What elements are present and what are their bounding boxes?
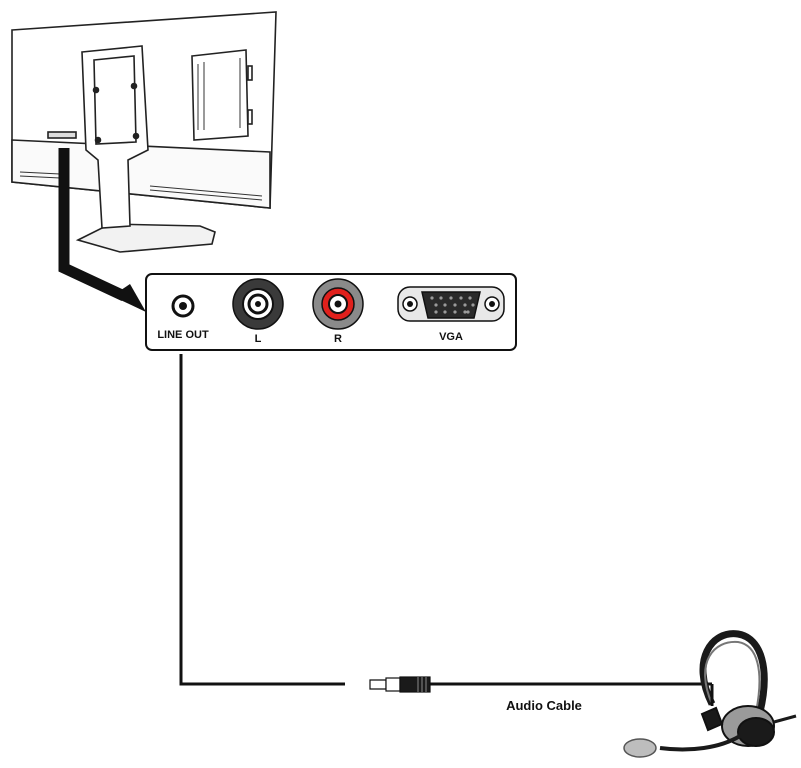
right-channel-label: R <box>334 333 342 345</box>
rca-left-jack-icon <box>232 278 284 330</box>
monitor-icon <box>11 11 277 253</box>
headset-icon <box>623 630 797 758</box>
left-channel-label: L <box>255 333 262 345</box>
connection-arrow <box>58 148 146 312</box>
audio-plug-icon <box>369 676 431 693</box>
vga-port-icon <box>397 286 505 322</box>
line-out-label: LINE OUT <box>157 329 209 341</box>
vga-label: VGA <box>439 331 463 343</box>
audio-cable-label: Audio Cable <box>506 698 582 713</box>
rca-right-jack-icon <box>312 278 364 330</box>
audio-cable-line-left <box>179 354 345 686</box>
line-out-jack-icon <box>171 294 195 318</box>
connector-panel: LINE OUT L R <box>145 273 517 351</box>
